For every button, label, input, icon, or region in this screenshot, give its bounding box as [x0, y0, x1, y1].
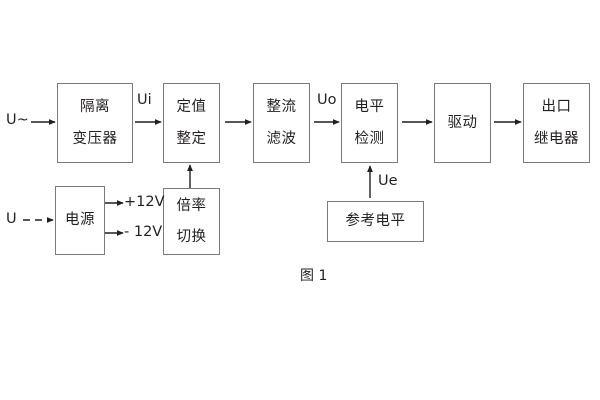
block-drive-line1: 驱动 [447, 114, 478, 131]
block-power-supply-line1: 电源 [65, 212, 95, 229]
block-reference-level-line1: 参考电平 [345, 213, 406, 230]
block-setting-value-line2: 整定 [176, 130, 207, 147]
label-ui: Ui [137, 92, 152, 108]
block-multiplier-switch-line1: 倍率 [176, 197, 207, 214]
block-level-detection[interactable]: 电平 检测 [341, 83, 398, 163]
block-isolation-transformer[interactable]: 隔离 变压器 [57, 83, 133, 163]
figure-caption: 图 1 [300, 268, 328, 284]
block-output-relay-line1: 出口 [541, 99, 572, 115]
block-level-detection-line1: 电平 [354, 99, 385, 115]
label-uo: Uo [317, 92, 337, 108]
block-rectify-filter-line1: 整流 [266, 99, 297, 115]
label-ac-input: U~ [6, 112, 29, 128]
label-dc-input: U [6, 211, 17, 227]
block-drive[interactable]: 驱动 [434, 83, 491, 163]
block-output-relay-line2: 继电器 [534, 130, 579, 147]
label-ue: Ue [378, 173, 398, 189]
label-pos-supply: +12V [124, 194, 165, 210]
block-isolation-transformer-line1: 隔离 [80, 99, 110, 115]
block-setting-value[interactable]: 定值 整定 [163, 83, 220, 163]
block-rectify-filter[interactable]: 整流 滤波 [253, 83, 310, 163]
block-reference-level[interactable]: 参考电平 [327, 201, 424, 242]
block-level-detection-line2: 检测 [354, 130, 385, 147]
block-multiplier-switch-line2: 切换 [176, 229, 207, 245]
block-power-supply[interactable]: 电源 [55, 186, 105, 255]
block-setting-value-line1: 定值 [176, 99, 207, 115]
block-output-relay[interactable]: 出口 继电器 [523, 83, 590, 163]
block-multiplier-switch[interactable]: 倍率 切换 [163, 188, 220, 255]
label-neg-supply: - 12V [124, 224, 163, 240]
block-isolation-transformer-line2: 变压器 [72, 130, 118, 147]
block-rectify-filter-line2: 滤波 [266, 130, 297, 147]
